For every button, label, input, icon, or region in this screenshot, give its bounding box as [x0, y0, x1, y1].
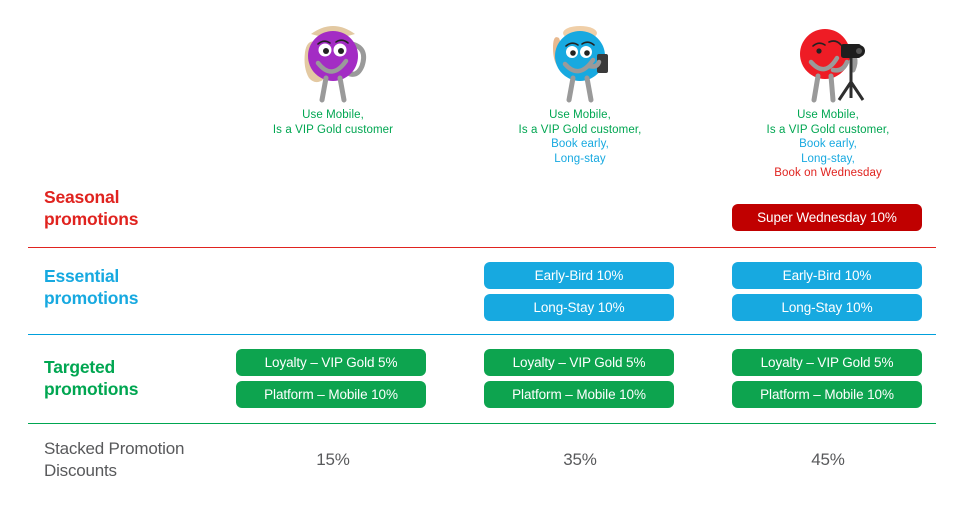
persona-criteria-line: Book on Wednesday	[774, 167, 882, 179]
persona-criteria-line: Long-stay	[554, 152, 606, 165]
promotion-pill[interactable]: Early-Bird 10%	[484, 262, 674, 289]
row-label-line1: Targeted	[44, 357, 116, 377]
promotion-pill[interactable]: Platform – Mobile 10%	[236, 381, 426, 408]
persona-criteria-list: Use Mobile, Is a VIP Gold customer, Book e…	[703, 108, 953, 181]
promotion-pill[interactable]: Long-Stay 10%	[732, 294, 922, 321]
row-label-line2: promotions	[44, 209, 139, 229]
row-label-line2: promotions	[44, 288, 139, 308]
persona-criteria-line: Is a VIP Gold customer,	[518, 123, 642, 136]
row-divider-targeted	[28, 423, 936, 425]
persona-photographer: Use Mobile, Is a VIP Gold customer, Book e…	[703, 8, 953, 181]
stacked-discount-total: 35%	[563, 450, 597, 469]
persona-criteria-line: Is a VIP Gold customer	[272, 123, 394, 136]
persona-mobile-user: Use Mobile, Is a VIP Gold customer, Book e…	[455, 8, 705, 166]
row-divider-seasonal	[28, 247, 936, 249]
persona-criteria-list: Use Mobile, Is a VIP Gold customer, Book e…	[455, 108, 705, 166]
row-label-line1: Essential	[44, 266, 120, 286]
stacked-discount-total: 15%	[316, 450, 350, 469]
row-label-line2: promotions	[44, 379, 139, 399]
purple-backpacker-avatar-icon	[208, 8, 458, 106]
summary-label-line1: Stacked Promotion	[44, 439, 185, 458]
summary-label-line2: Discounts	[44, 461, 117, 480]
persona-criteria-line: Long-stay,	[801, 152, 855, 165]
red-photographer-avatar-icon	[703, 8, 953, 106]
stacked-discount-total: 45%	[811, 450, 845, 469]
persona-criteria-line: Use Mobile,	[797, 109, 859, 121]
persona-criteria-line: Book early,	[799, 138, 857, 150]
promotion-pill[interactable]: Early-Bird 10%	[732, 262, 922, 289]
promotion-pill[interactable]: Platform – Mobile 10%	[732, 381, 922, 408]
persona-backpacker: Use Mobile, Is a VIP Gold customer	[208, 8, 458, 137]
persona-criteria-line: Use Mobile,	[549, 109, 611, 121]
promotion-pill[interactable]: Loyalty – VIP Gold 5%	[732, 349, 922, 376]
promotion-pill[interactable]: Loyalty – VIP Gold 5%	[484, 349, 674, 376]
persona-criteria-list: Use Mobile, Is a VIP Gold customer	[208, 108, 458, 137]
promotion-pill[interactable]: Super Wednesday 10%	[732, 204, 922, 231]
persona-criteria-line: Is a VIP Gold customer,	[766, 123, 890, 136]
promotion-pill[interactable]: Long-Stay 10%	[484, 294, 674, 321]
promotion-pill[interactable]: Loyalty – VIP Gold 5%	[236, 349, 426, 376]
row-divider-essential	[28, 334, 936, 336]
promotion-pill[interactable]: Platform – Mobile 10%	[484, 381, 674, 408]
persona-criteria-line: Book early,	[551, 138, 609, 150]
persona-criteria-line: Use Mobile,	[302, 109, 364, 121]
blue-mobile-user-avatar-icon	[455, 8, 705, 106]
row-label-line1: Seasonal	[44, 187, 120, 207]
